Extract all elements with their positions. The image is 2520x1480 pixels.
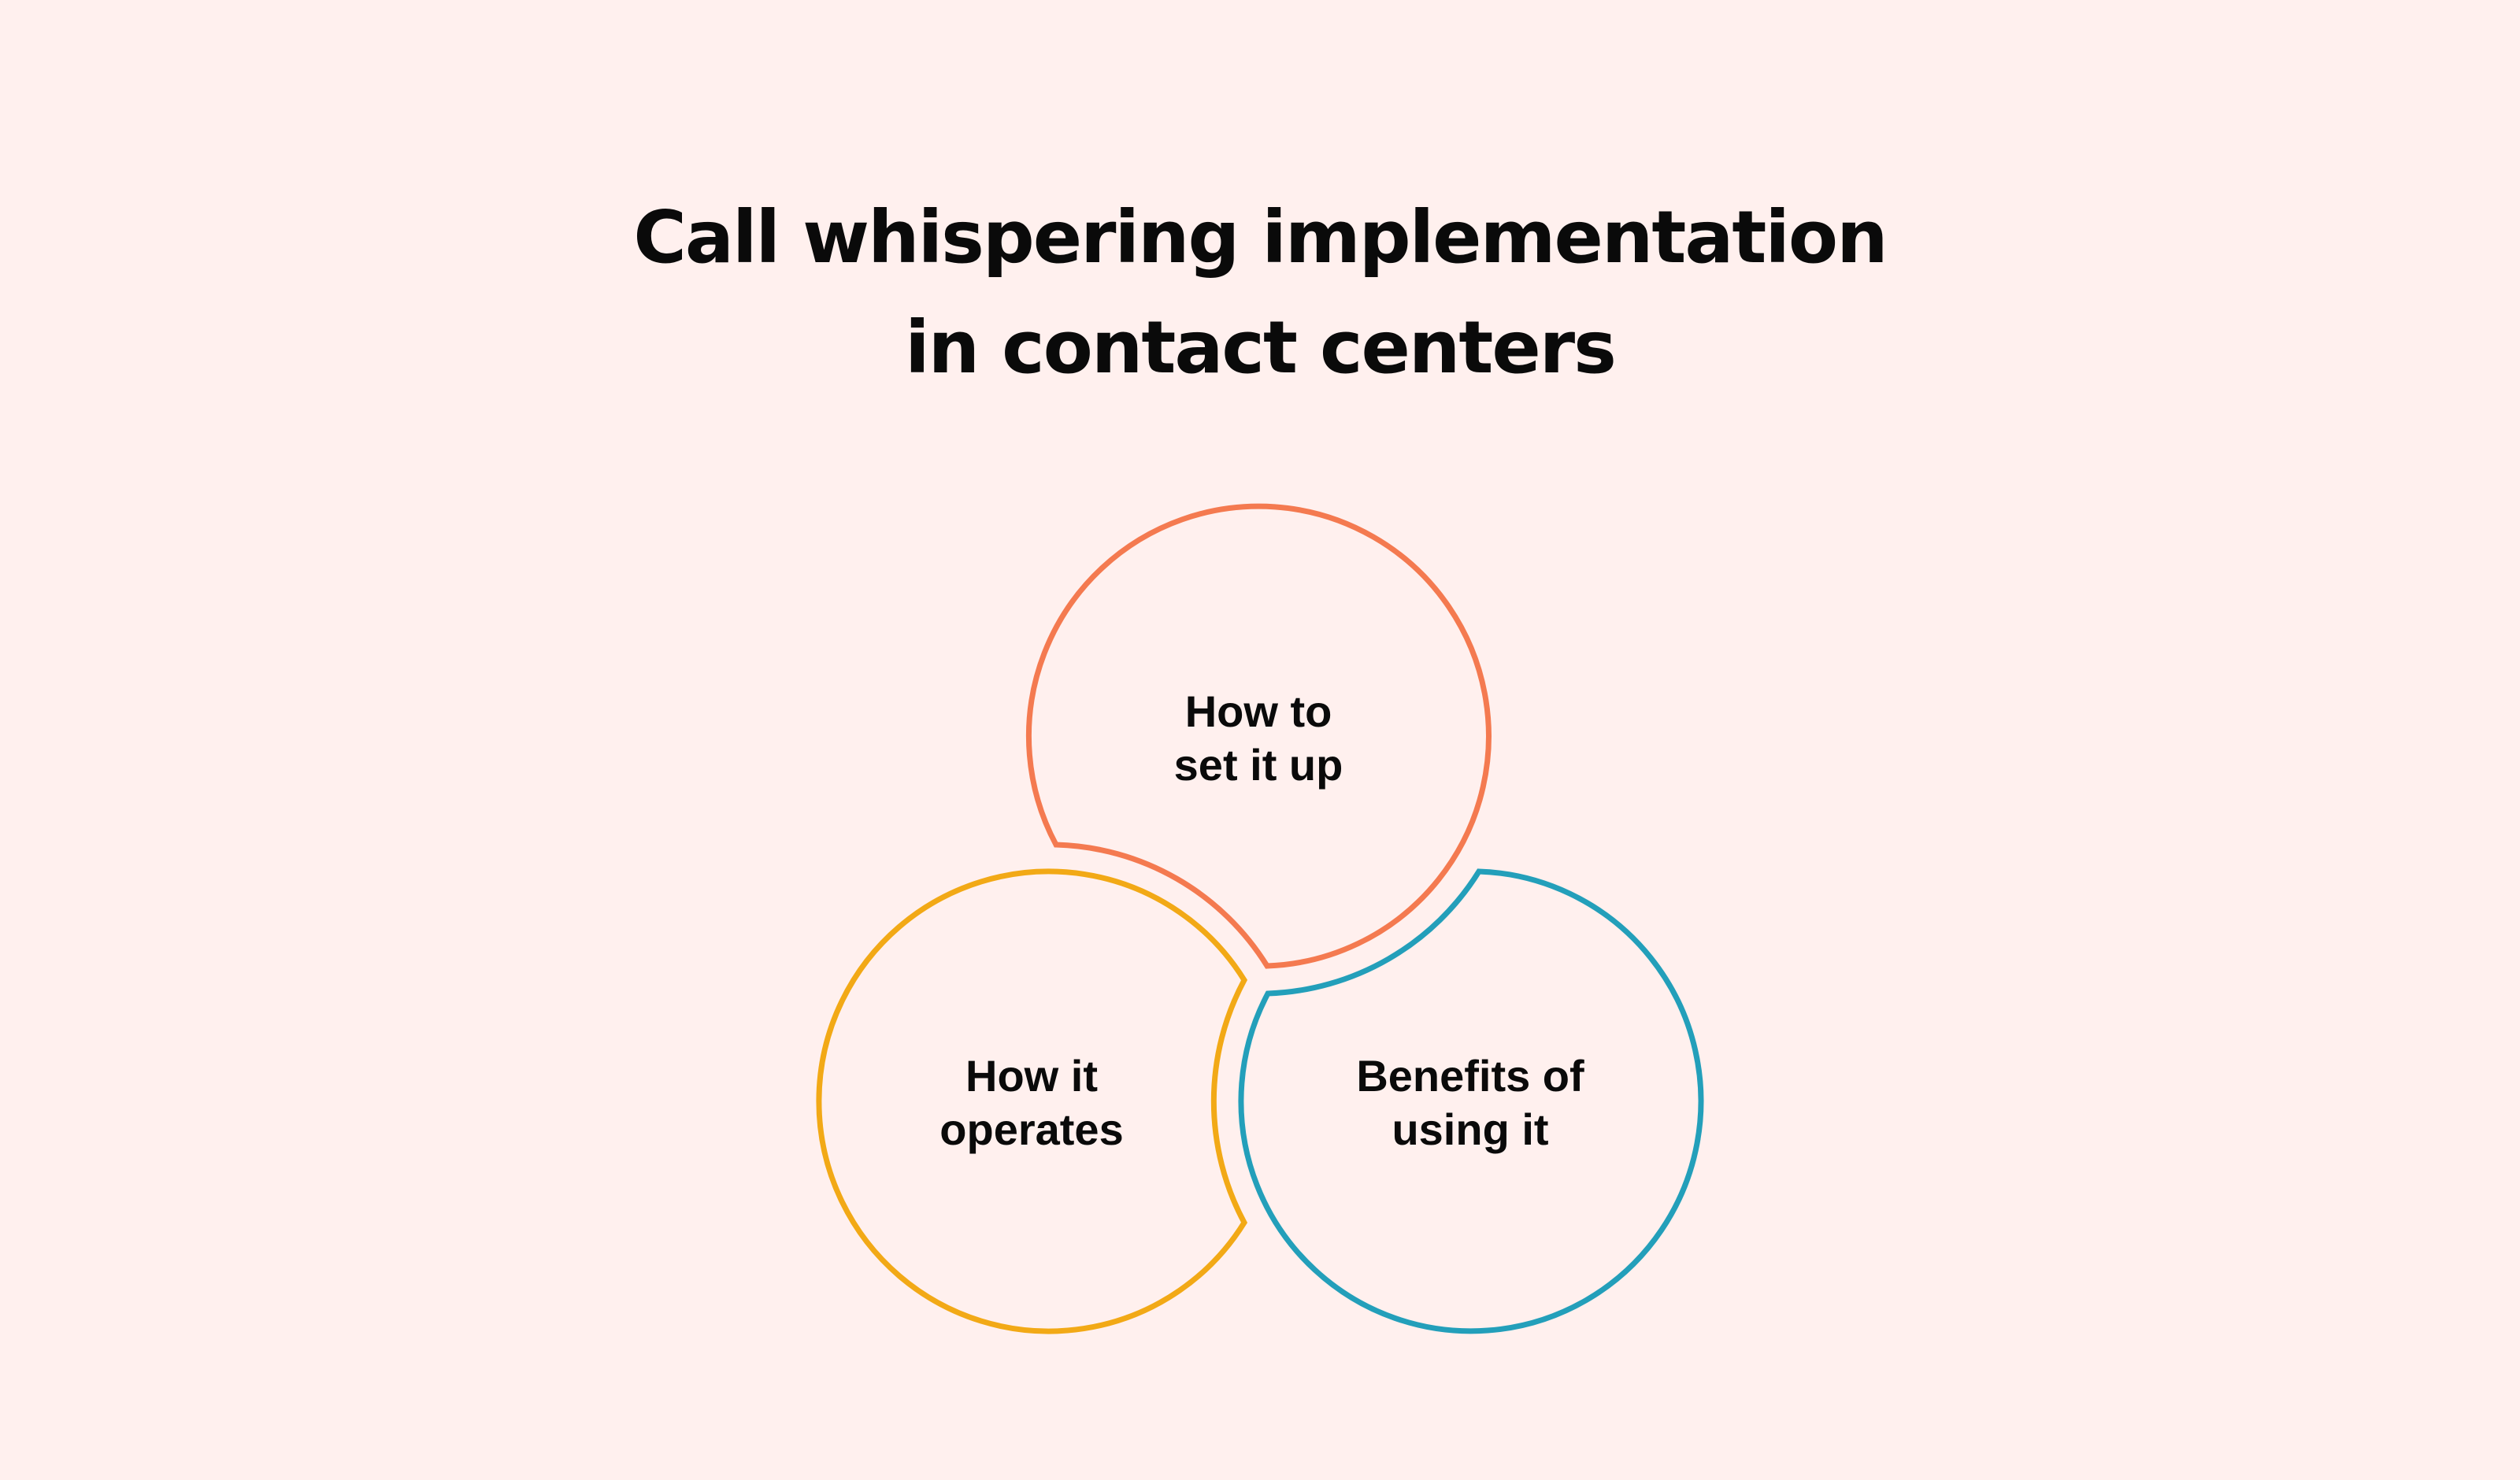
label-setup: How to set it up (1093, 685, 1424, 792)
label-operates-line-2: operates (939, 1104, 1124, 1154)
label-benefits: Benefits of using it (1305, 1049, 1636, 1156)
circle-setup (1025, 503, 1492, 969)
page-title: Call whispering implementation in contac… (0, 183, 2520, 403)
label-operates-line-1: How it (965, 1051, 1098, 1101)
circle-operates (816, 868, 1248, 1334)
label-setup-line-2: set it up (1173, 740, 1343, 790)
label-setup-line-1: How to (1184, 686, 1332, 736)
title-line-2: in contact centers (905, 305, 1617, 390)
label-operates: How it operates (866, 1049, 1197, 1156)
title-line-1: Call whispering implementation (633, 195, 1888, 279)
label-benefits-line-2: using it (1392, 1104, 1549, 1154)
label-benefits-line-1: Benefits of (1356, 1051, 1584, 1101)
circle-benefits (1238, 868, 1704, 1334)
